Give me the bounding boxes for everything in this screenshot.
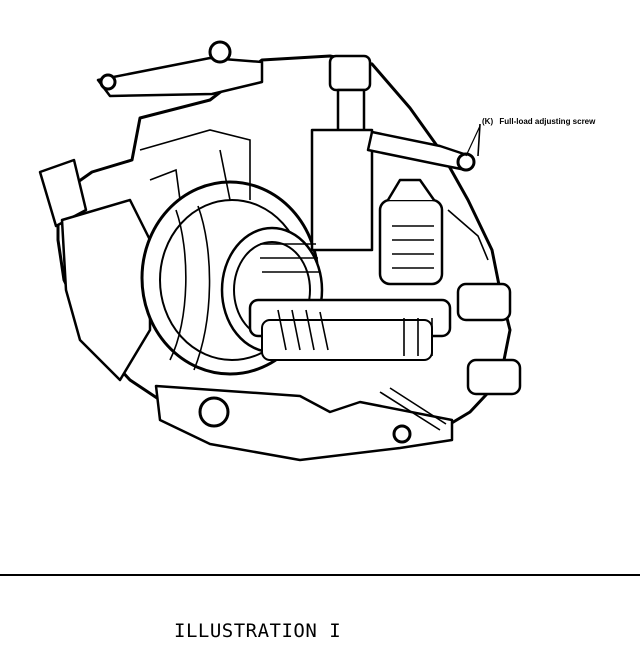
shutoff-solenoid [378,198,444,286]
outlet-fitting-lower [466,358,522,396]
inlet-fitting [38,158,88,228]
callout-k: (K) Full-load adjusting screw [482,117,596,126]
outlet-fitting-upper [456,282,512,322]
figure-caption: ILLUSTRATION I [174,620,342,642]
callout-label: Full-load adjusting screw [499,117,596,126]
base-flange [154,384,454,462]
horizontal-rule [0,574,640,576]
callout-marker: (K) [482,117,493,126]
mounting-bracket [96,56,264,98]
plunger-column [310,128,374,252]
